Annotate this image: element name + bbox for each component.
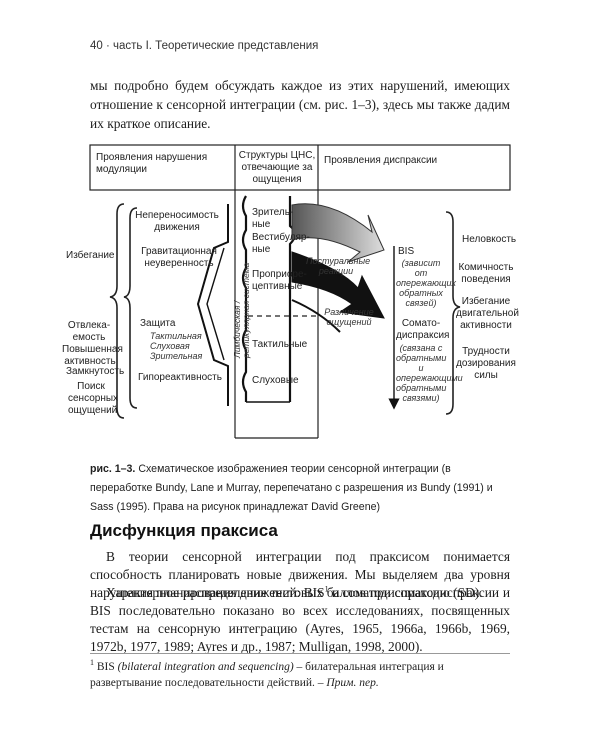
label-avoid-motor: Избегание двигательной активности <box>456 296 519 331</box>
footnote: 1 BIS (bilateral integration and sequenc… <box>90 659 510 691</box>
label-hyperactivity: Повышенная активность <box>62 344 123 367</box>
p1-before: В теории сенсорной интеграции под пракси… <box>90 549 510 600</box>
p2-text: Характерное распределение тестовых балло… <box>90 585 510 654</box>
footnote-italic: (bilateral integration and sequencing) <box>117 661 294 673</box>
label-visual: Зритель-ные <box>252 207 294 230</box>
caption-label: рис. 1–3. <box>90 463 136 475</box>
section-heading: Дисфункция праксиса <box>90 521 278 540</box>
left-outer-brace <box>109 203 125 419</box>
label-tactile: Тактильные <box>252 339 308 350</box>
postural-arrow <box>291 203 385 263</box>
label-auditory: Слуховые <box>252 375 299 386</box>
p1-after: и соматодиспраксию (SD). <box>328 585 483 600</box>
label-clumsiness: Неловкость <box>462 234 517 245</box>
label-dosing: Трудности дозирования силы <box>456 346 516 381</box>
paragraph-2: Характерное распределение тестовых балло… <box>90 584 510 656</box>
label-def-tactile: Тактильная <box>150 331 202 341</box>
limbic-arrow-inner <box>206 247 225 361</box>
label-comic-behavior: Комичность поведения <box>458 262 514 285</box>
header-cns: Структуры ЦНС, отвечающие за ощущения <box>238 150 316 185</box>
header-dyspraxia: Проявления диспраксии <box>324 155 438 166</box>
label-def-auditory: Слуховая <box>150 341 190 351</box>
running-head: 40 · часть I. Теоретические представлени… <box>90 40 319 52</box>
footnote-abbr: BIS <box>96 661 115 673</box>
label-proprioceptive: Проприоре-цептивные <box>252 269 307 292</box>
label-def-visual: Зрительная <box>150 351 203 361</box>
label-distractibility: Отвлека-емость <box>67 320 111 343</box>
label-discrimination: Различение ощущений <box>324 307 374 327</box>
sensory-box-left-edge <box>241 195 248 402</box>
label-sd-note: (связана с обратными и опережающими обра… <box>396 343 463 403</box>
lead-paragraph: мы подробно будем обсуждать каждое из эт… <box>90 78 510 131</box>
lower-flow-line <box>291 299 341 333</box>
label-avoidance: Избегание <box>66 250 115 261</box>
footnote-marker: 1 <box>90 658 94 668</box>
label-postural: Постуральные реакции <box>306 256 371 276</box>
figure-caption: рис. 1–3. Схематическое изображениея тео… <box>90 460 510 517</box>
limbic-arrow-outline <box>196 204 229 406</box>
left-inner-brace <box>123 207 138 409</box>
label-movement-intolerance: Непереносимость движения <box>135 210 219 233</box>
footnote-text: – билатеральная интеграция и развертыван… <box>90 661 444 689</box>
caption-text: Схематическое изображениея теории сенсор… <box>90 463 493 513</box>
right-brace <box>445 211 461 415</box>
label-bis-note: (зависит от опережающих обратных связей) <box>396 258 457 308</box>
footnote-ref[interactable]: 1 <box>324 584 329 594</box>
header-modulation: Проявления нарушения модуляции <box>96 152 208 175</box>
discrimination-arrow <box>291 251 385 319</box>
label-gravitational-insecurity: Гравитационная неуверенность <box>141 246 217 269</box>
footnote-note: Прим. пер. <box>326 677 379 689</box>
header-box <box>89 144 511 191</box>
label-sd: Сомато-диспраксия <box>396 318 450 341</box>
footnote-rule <box>90 653 510 654</box>
label-withdrawal: Замкнутость <box>66 366 125 377</box>
label-vestibular: Вестибуляр-ные <box>252 232 310 255</box>
label-seeking: Поиск сенсорных ощущений <box>68 381 119 416</box>
paragraph-1: В теории сенсорной интеграции под пракси… <box>90 548 510 602</box>
label-defensiveness: Защита <box>140 318 176 329</box>
label-bis: BIS <box>398 246 415 257</box>
label-hyporeactivity: Гипореактивность <box>138 372 222 383</box>
